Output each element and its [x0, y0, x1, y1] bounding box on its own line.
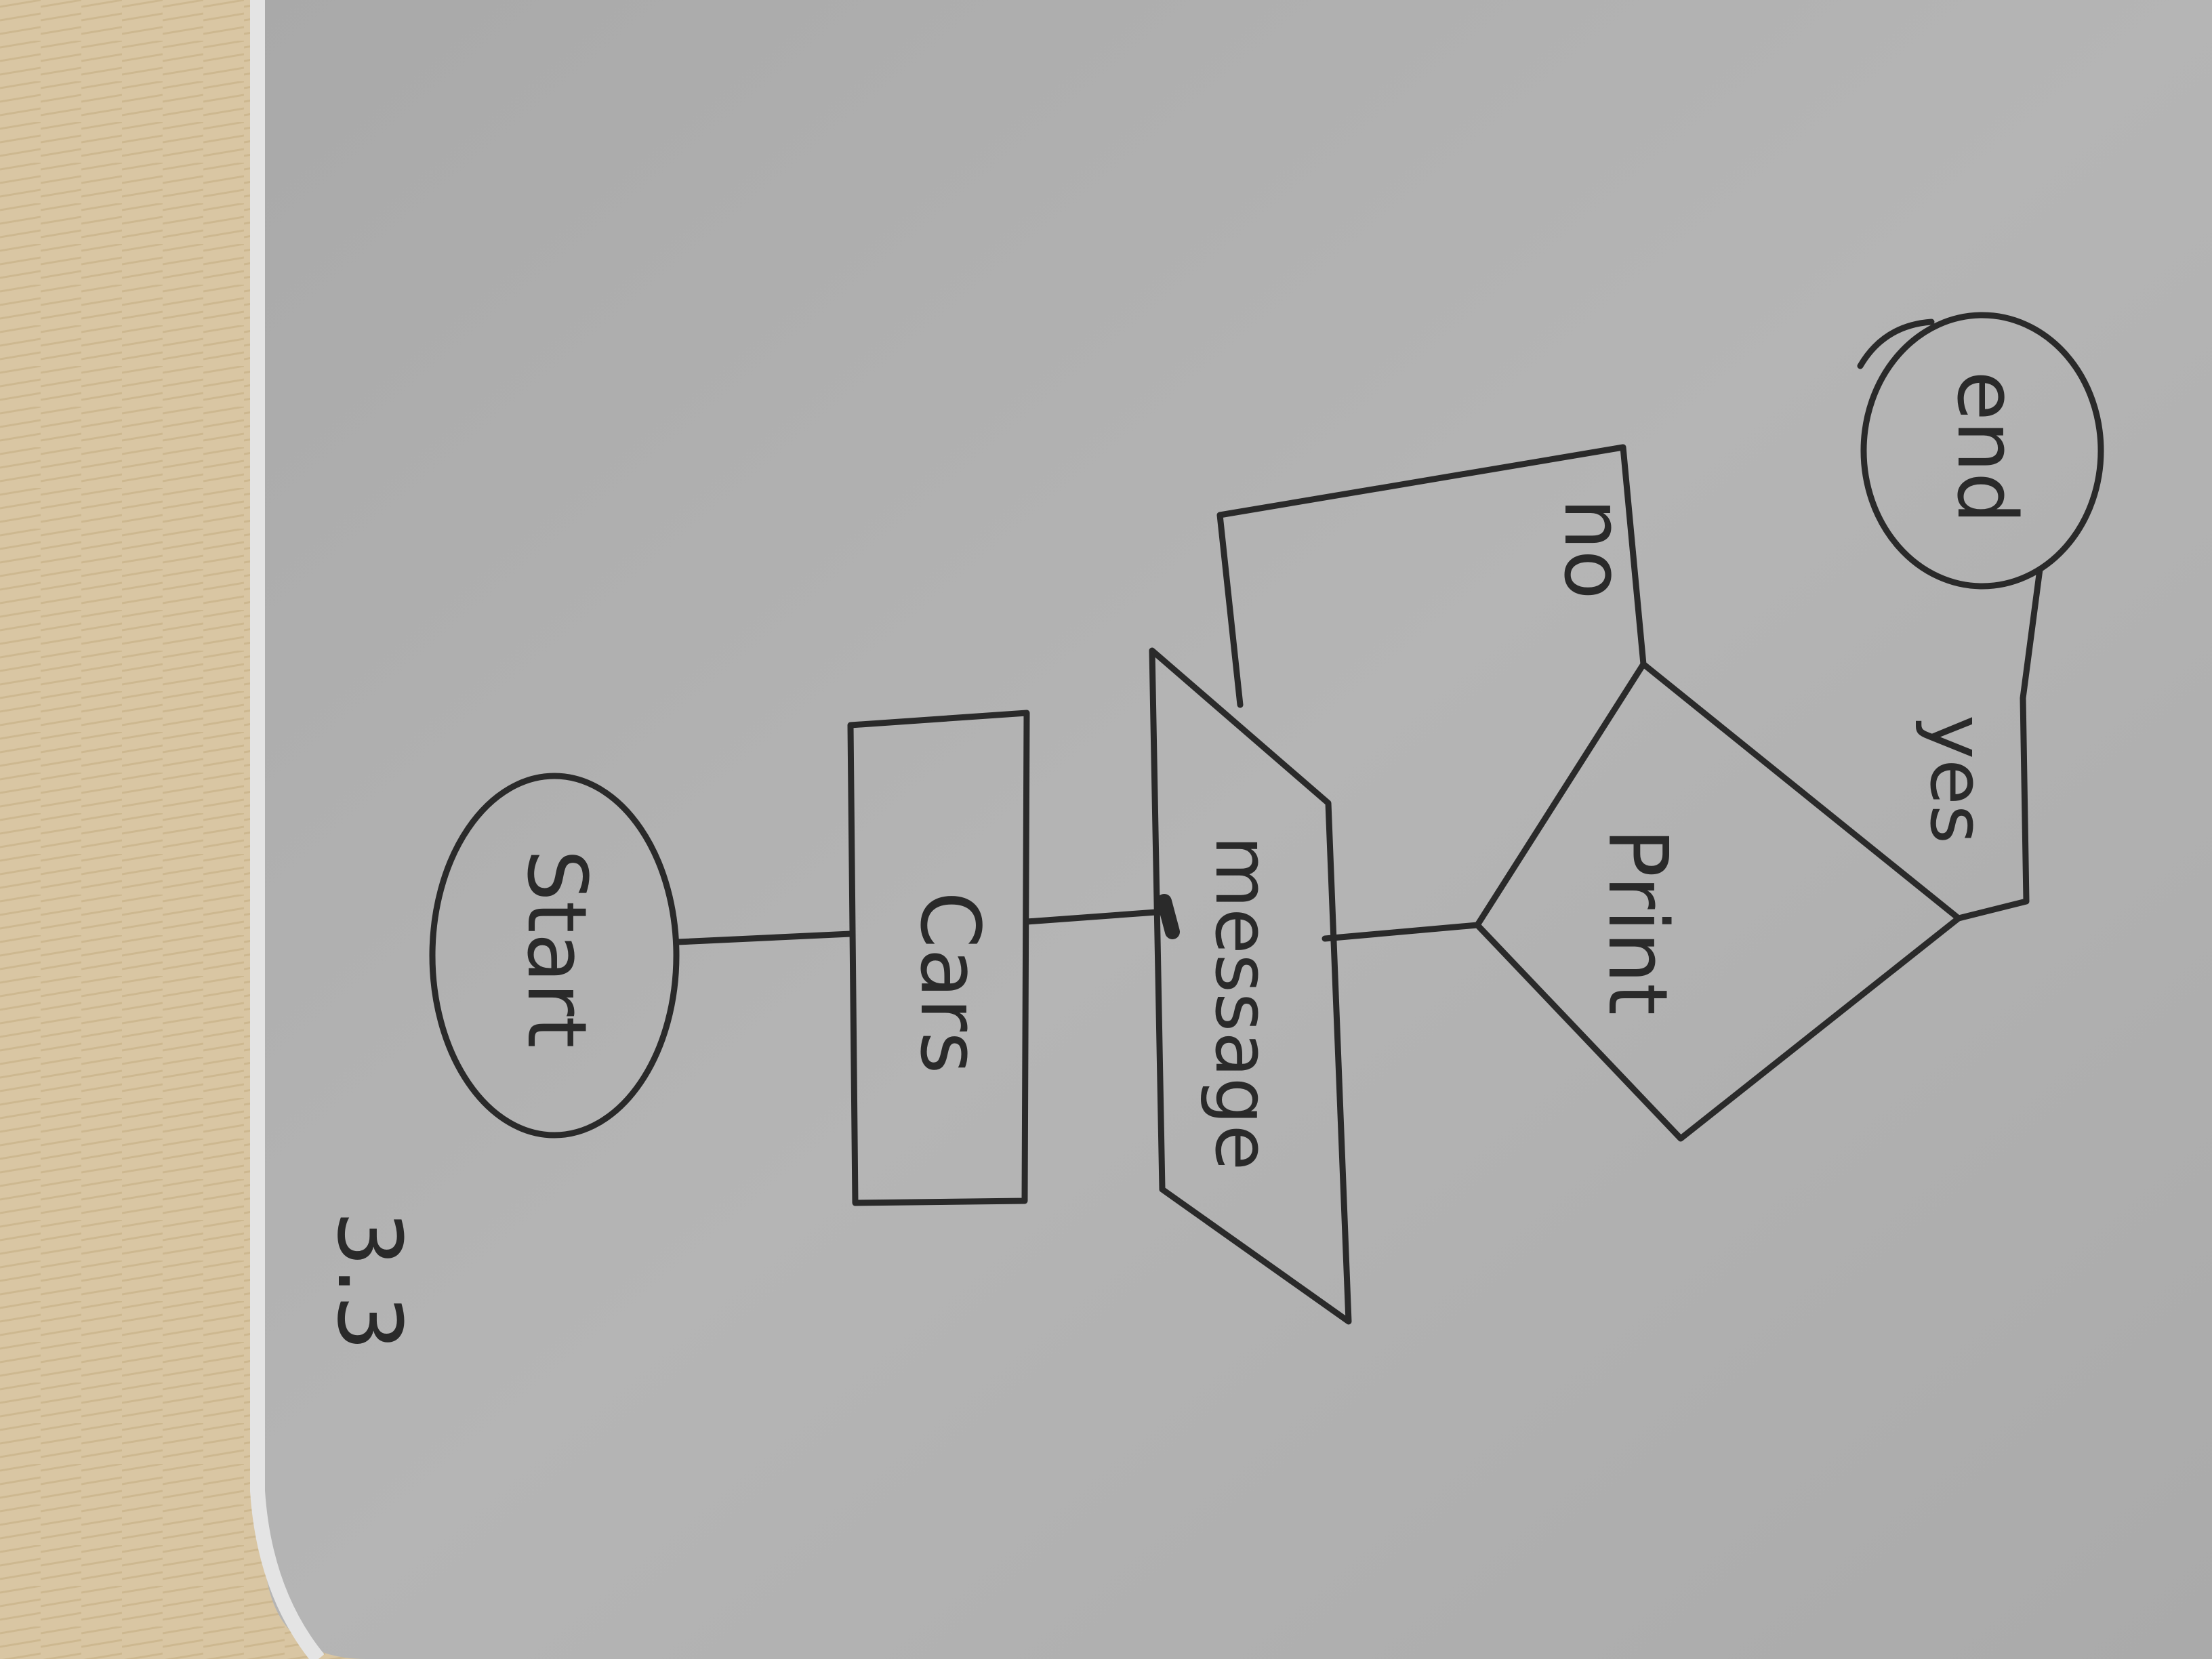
paper-edge	[250, 0, 325, 1659]
end-label: end	[1939, 371, 2033, 524]
ink-smudge	[1157, 894, 1180, 939]
connector-input-decision	[1322, 922, 1481, 942]
decision-label: Print	[1590, 828, 1684, 1015]
end-terminator-shape	[1860, 312, 2104, 590]
process-box-shape	[847, 710, 1030, 1206]
connector-process-input	[1023, 908, 1169, 925]
start-terminator-shape	[429, 773, 680, 1139]
input-parallelogram-shape	[1149, 647, 1352, 1325]
edge-label-yes: yes	[1914, 715, 2001, 844]
edge-label-no: no	[1546, 498, 1640, 599]
section-number: 3.3	[318, 1211, 421, 1351]
process-label: Cars	[902, 891, 996, 1073]
connector-no-loop	[1216, 444, 1647, 708]
connector-start-process	[674, 930, 854, 945]
connector-yes-branch	[1955, 566, 2043, 922]
end-terminator-extra-stroke	[1857, 319, 1935, 369]
paper-sheet	[258, 0, 2212, 1659]
start-label: Start	[509, 849, 603, 1048]
input-label: message	[1199, 836, 1286, 1170]
